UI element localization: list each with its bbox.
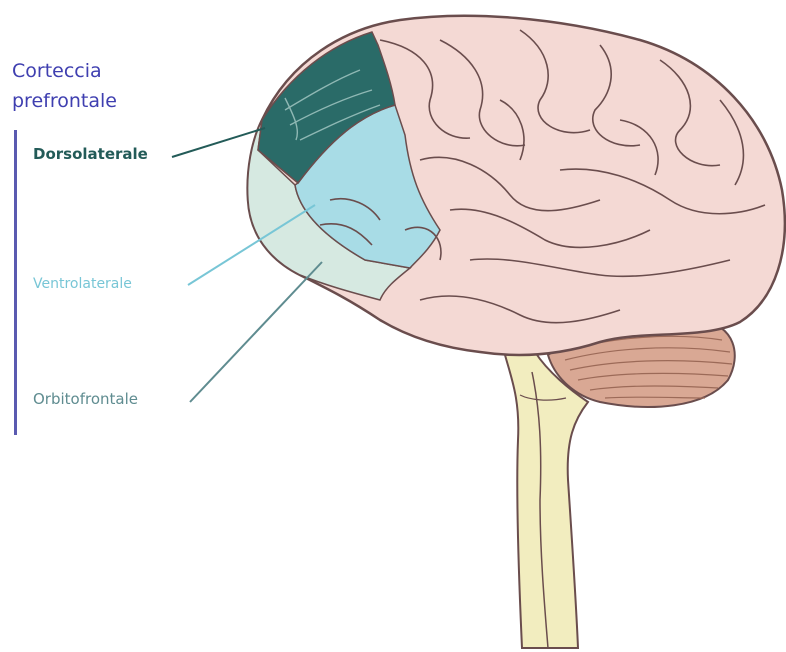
dorsolateral-label: Dorsolaterale	[33, 147, 148, 162]
region-bracket	[14, 130, 17, 435]
prefrontal-cortex-title-line-2: prefrontale	[12, 92, 117, 111]
orbitofrontal-leader-line	[190, 262, 322, 402]
prefrontal-cortex-title-line-1: Corteccia	[12, 62, 102, 81]
orbitofrontal-label: Orbitofrontale	[33, 392, 138, 407]
ventrolateral-label: Ventrolaterale	[33, 277, 132, 291]
brainstem	[505, 352, 588, 648]
